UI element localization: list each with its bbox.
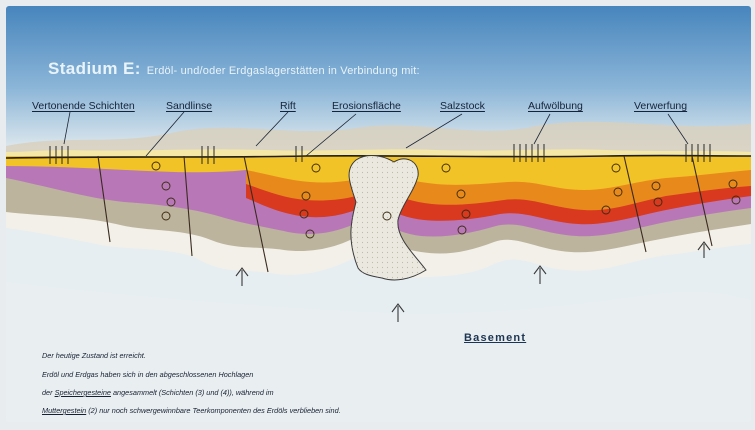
caption-line-3: der Speichergesteine angesammelt (Schich… xyxy=(42,388,274,397)
label-vertonende-schichten: Vertonende Schichten xyxy=(32,100,135,112)
caption-line-1: Der heutige Zustand ist erreicht. xyxy=(42,351,146,360)
stage-heading: Stadium E: xyxy=(48,59,141,78)
caption-line-3-pre: der xyxy=(42,388,53,397)
label-salzstock: Salzstock xyxy=(440,100,485,112)
label-verwerfung: Verwerfung xyxy=(634,100,687,112)
caption-line-4-post: (2) nur noch schwergewinnbare Teerkompon… xyxy=(88,406,340,415)
diagram-board: Stadium E: Erdöl- und/oder Erdgaslagerstä… xyxy=(6,6,751,422)
title-subtitle: Erdöl- und/oder Erdgaslagerstätten in Ve… xyxy=(147,65,420,77)
label-erosionsflaeche: Erosionsfläche xyxy=(332,100,401,112)
caption-term-muttergestein: Muttergestein xyxy=(42,406,86,415)
caption-term-speichergesteine: Speichergesteine xyxy=(55,388,111,397)
caption-line-2: Erdöl und Erdgas haben sich in den abges… xyxy=(42,370,253,379)
diagram-title: Stadium E: Erdöl- und/oder Erdgaslagerstä… xyxy=(48,59,420,79)
caption-line-3-post: angesammelt (Schichten (3) und (4)), wäh… xyxy=(113,388,274,397)
label-sandlinse: Sandlinse xyxy=(166,100,212,112)
label-aufwoelbung: Aufwölbung xyxy=(528,100,583,112)
label-rift: Rift xyxy=(280,100,296,112)
caption-line-4: Muttergestein (2) nur noch schwergewinnb… xyxy=(42,406,341,415)
basement-label: Basement xyxy=(464,332,526,344)
